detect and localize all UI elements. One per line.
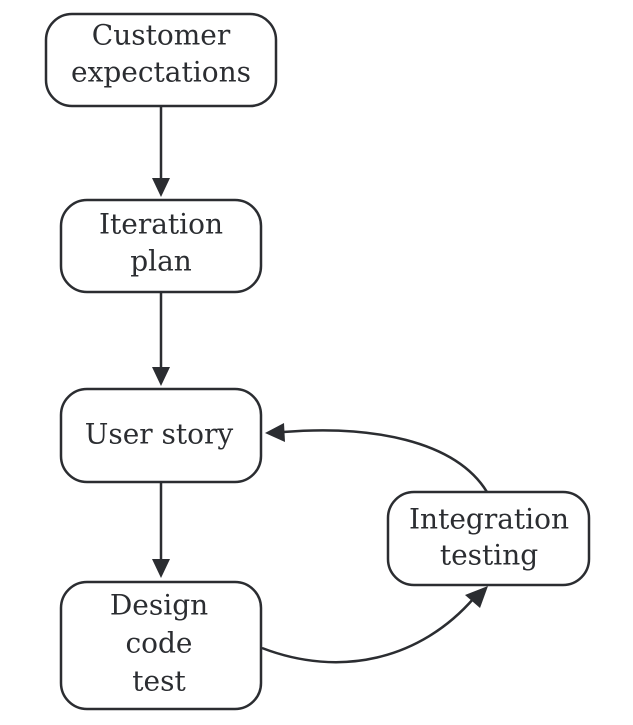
edge-iteration-plan-to-user-story — [152, 292, 170, 386]
edge-curve — [282, 429, 489, 493]
node-iteration-plan-line1: Iteration — [99, 208, 223, 241]
node-iteration-plan-line2: plan — [130, 245, 192, 278]
node-user-story[interactable]: User story — [59, 387, 263, 484]
edge-curve — [261, 597, 475, 664]
node-integration-testing-box — [386, 490, 591, 587]
edge-customer-expectations-to-iteration-plan — [152, 106, 170, 197]
arrowhead-icon — [265, 423, 285, 442]
node-customer-expectations-line1: Customer — [92, 19, 231, 52]
node-design-code-test-box — [59, 580, 263, 711]
node-design-code-test-line1: Design — [110, 589, 208, 622]
edge-integration-testing-to-user-story — [265, 423, 489, 493]
node-user-story-line1: User story — [85, 418, 234, 451]
node-integration-testing[interactable]: Integration testing — [386, 490, 591, 587]
arrowhead-icon — [152, 559, 170, 578]
node-integration-testing-line2: testing — [440, 539, 538, 572]
arrowhead-icon — [152, 178, 170, 197]
node-customer-expectations-line2: expectations — [71, 56, 251, 89]
arrowhead-icon — [465, 586, 488, 608]
node-integration-testing-line1: Integration — [409, 503, 569, 536]
arrowhead-icon — [152, 367, 170, 386]
node-design-code-test-line3: test — [132, 665, 186, 698]
node-iteration-plan[interactable]: Iteration plan — [59, 198, 263, 294]
node-customer-expectations[interactable]: Customer expectations — [44, 12, 278, 108]
edge-user-story-to-design-code-test — [152, 482, 170, 578]
edge-design-code-test-to-integration-testing — [261, 586, 488, 664]
node-design-code-test-line2: code — [125, 627, 192, 660]
node-design-code-test[interactable]: Design code test — [59, 580, 263, 711]
